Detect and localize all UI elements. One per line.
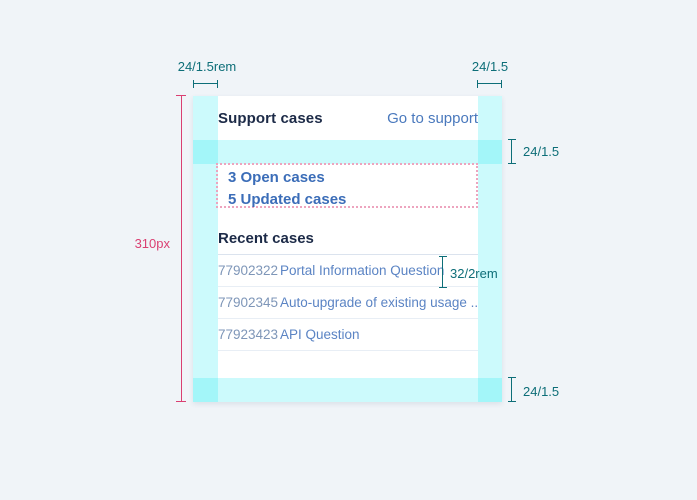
updated-cases-link[interactable]: 5 Updated cases xyxy=(228,191,347,208)
annotation-row-height-measure xyxy=(439,256,447,288)
padding-highlight-right xyxy=(478,96,502,402)
padding-highlight-left xyxy=(193,96,218,402)
card-header: Support cases Go to support xyxy=(218,96,478,140)
case-subject: Portal Information Question xyxy=(280,263,445,278)
card-title: Support cases xyxy=(218,109,323,127)
annotation-pad-top-right-label: 24/1.5 xyxy=(471,59,509,74)
annotation-card-height-measure xyxy=(176,95,186,402)
case-id: 77923423 xyxy=(218,327,279,342)
annotation-pad-right-top-label: 24/1.5 xyxy=(523,144,560,159)
padding-highlight-bottom xyxy=(193,378,502,402)
case-id: 77902345 xyxy=(218,295,279,310)
annotation-pad-top-right-measure xyxy=(477,80,502,88)
recent-cases-title: Recent cases xyxy=(218,228,478,255)
case-row[interactable]: 77923423 API Question xyxy=(218,319,478,351)
annotation-card-height-label: 310px xyxy=(134,236,170,251)
go-to-support-link[interactable]: Go to support xyxy=(387,109,478,127)
annotation-pad-right-bottom-measure xyxy=(508,377,516,402)
open-cases-link[interactable]: 3 Open cases xyxy=(228,169,325,186)
case-row[interactable]: 77902322 Portal Information Question xyxy=(218,255,478,287)
annotation-pad-top-left-label: 24/1.5rem xyxy=(177,59,237,74)
support-cases-card: Support cases Go to support 3 Open cases… xyxy=(193,96,502,402)
annotation-pad-right-top-measure xyxy=(508,139,516,164)
case-id: 77902322 xyxy=(218,263,279,278)
case-row[interactable]: 77902345 Auto-upgrade of existing usage … xyxy=(218,287,478,319)
case-subject: API Question xyxy=(280,327,360,342)
annotation-row-height-label: 32/2rem xyxy=(450,266,498,281)
summary-links-highlight-box: 3 Open cases 5 Updated cases xyxy=(216,163,478,208)
case-subject: Auto-upgrade of existing usage ... xyxy=(280,295,478,310)
annotation-pad-top-left-measure xyxy=(193,80,218,88)
annotation-pad-right-bottom-label: 24/1.5 xyxy=(523,384,560,399)
padding-highlight-header-gap xyxy=(193,140,502,164)
recent-cases-section: Recent cases 77902322 Portal Information… xyxy=(218,228,478,351)
